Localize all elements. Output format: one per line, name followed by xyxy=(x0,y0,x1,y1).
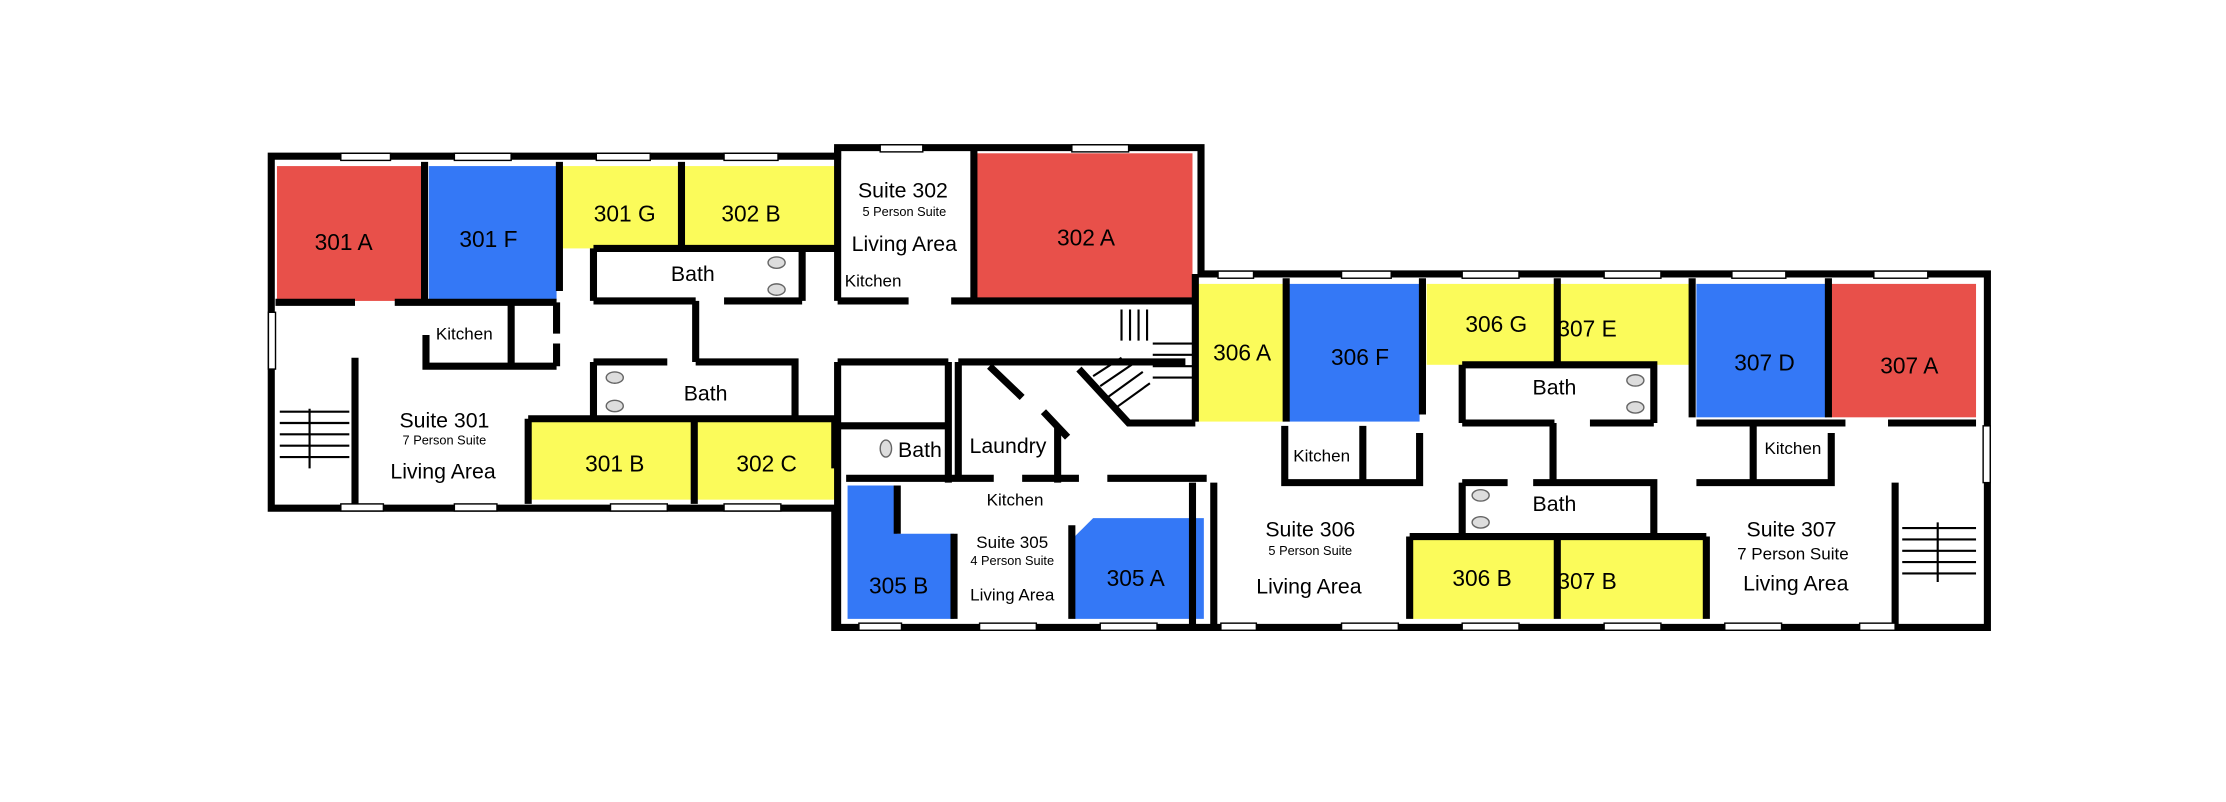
label-307a: 307 A xyxy=(1880,352,1939,378)
room-301f[interactable] xyxy=(428,166,557,301)
label-301b: 301 B xyxy=(585,450,644,476)
toilet-icon xyxy=(767,283,786,296)
toilet-icons xyxy=(605,256,1645,529)
suite-307-living: Living Area xyxy=(1743,571,1848,595)
toilet-icon xyxy=(767,256,786,269)
room-307d[interactable] xyxy=(1696,283,1827,418)
room-306g[interactable] xyxy=(1426,283,1555,365)
toilet-icon xyxy=(605,399,624,413)
bath-label: Bath xyxy=(671,262,715,286)
room-labels: 301 A 301 F 301 G 302 B 302 A 306 A 306 … xyxy=(315,200,1940,598)
suite-labels: Suite 301 7 Person Suite Living Area Sui… xyxy=(390,178,1848,604)
room-305a[interactable] xyxy=(1074,518,1204,619)
suite-301-size: 7 Person Suite xyxy=(403,432,487,447)
toilet-icon xyxy=(1471,515,1490,529)
room-306a[interactable] xyxy=(1196,283,1285,422)
label-307e: 307 E xyxy=(1557,315,1616,341)
room-302c[interactable] xyxy=(697,418,835,500)
kitchen-label: Kitchen xyxy=(1765,439,1822,458)
label-306g: 306 G xyxy=(1465,311,1527,337)
room-306b[interactable] xyxy=(1409,536,1556,619)
room-302a[interactable] xyxy=(976,153,1193,301)
room-302b[interactable] xyxy=(684,166,835,249)
label-301g: 301 G xyxy=(594,200,656,226)
toilet-icon xyxy=(1471,489,1490,502)
label-302a: 302 A xyxy=(1057,225,1116,251)
utility-labels: Bath Bath Bath Bath Bath Laundry Kitchen… xyxy=(436,262,1821,516)
windows xyxy=(267,144,1991,631)
label-306a: 306 A xyxy=(1213,340,1272,366)
bath-label: Bath xyxy=(684,381,728,405)
room-301b[interactable] xyxy=(528,418,693,500)
suite-301-living: Living Area xyxy=(390,459,495,483)
room-305b[interactable] xyxy=(847,485,955,619)
label-302c: 302 C xyxy=(736,450,797,476)
bath-label: Bath xyxy=(1533,376,1577,400)
rooms xyxy=(276,153,1977,619)
kitchen-label: Kitchen xyxy=(845,272,902,291)
label-305a: 305 A xyxy=(1107,565,1166,591)
room-307a[interactable] xyxy=(1831,283,1977,418)
label-307d: 307 D xyxy=(1734,349,1795,375)
suite-307-size: 7 Person Suite xyxy=(1737,544,1849,563)
label-301a: 301 A xyxy=(315,229,374,255)
kitchen-label: Kitchen xyxy=(1293,446,1350,465)
label-306f: 306 F xyxy=(1331,344,1389,370)
suite-307-name: Suite 307 xyxy=(1747,518,1837,542)
room-307b[interactable] xyxy=(1560,536,1707,619)
suite-302-living: Living Area xyxy=(852,232,957,256)
room-307e[interactable] xyxy=(1558,283,1690,365)
stairs xyxy=(279,309,1977,582)
kitchen-label: Kitchen xyxy=(436,324,493,343)
suite-301-name: Suite 301 xyxy=(399,408,489,432)
suite-306-size: 5 Person Suite xyxy=(1268,543,1352,558)
suite-305-size: 4 Person Suite xyxy=(970,553,1054,568)
bath-label: Bath xyxy=(898,438,942,462)
room-301a[interactable] xyxy=(276,166,422,301)
suite-305-living: Living Area xyxy=(970,585,1055,604)
toilet-icon xyxy=(1626,374,1645,387)
bath-label: Bath xyxy=(1533,492,1577,516)
toilet-icon xyxy=(605,371,624,384)
kitchen-label: Kitchen xyxy=(987,490,1044,509)
suite-306-living: Living Area xyxy=(1256,574,1361,598)
label-307b: 307 B xyxy=(1557,568,1616,594)
suite-306-name: Suite 306 xyxy=(1265,518,1355,542)
toilet-icon xyxy=(879,439,893,458)
room-301g[interactable] xyxy=(562,166,679,249)
suite-302-name: Suite 302 xyxy=(858,178,948,202)
label-302b: 302 B xyxy=(721,200,780,226)
label-301f: 301 F xyxy=(459,226,517,252)
suite-302-size: 5 Person Suite xyxy=(862,204,946,219)
laundry-label: Laundry xyxy=(970,434,1047,458)
label-305b: 305 B xyxy=(869,572,928,598)
label-306b: 306 B xyxy=(1452,565,1511,591)
toilet-icon xyxy=(1626,401,1645,414)
suite-305-name: Suite 305 xyxy=(976,533,1048,552)
room-306f[interactable] xyxy=(1289,283,1420,422)
